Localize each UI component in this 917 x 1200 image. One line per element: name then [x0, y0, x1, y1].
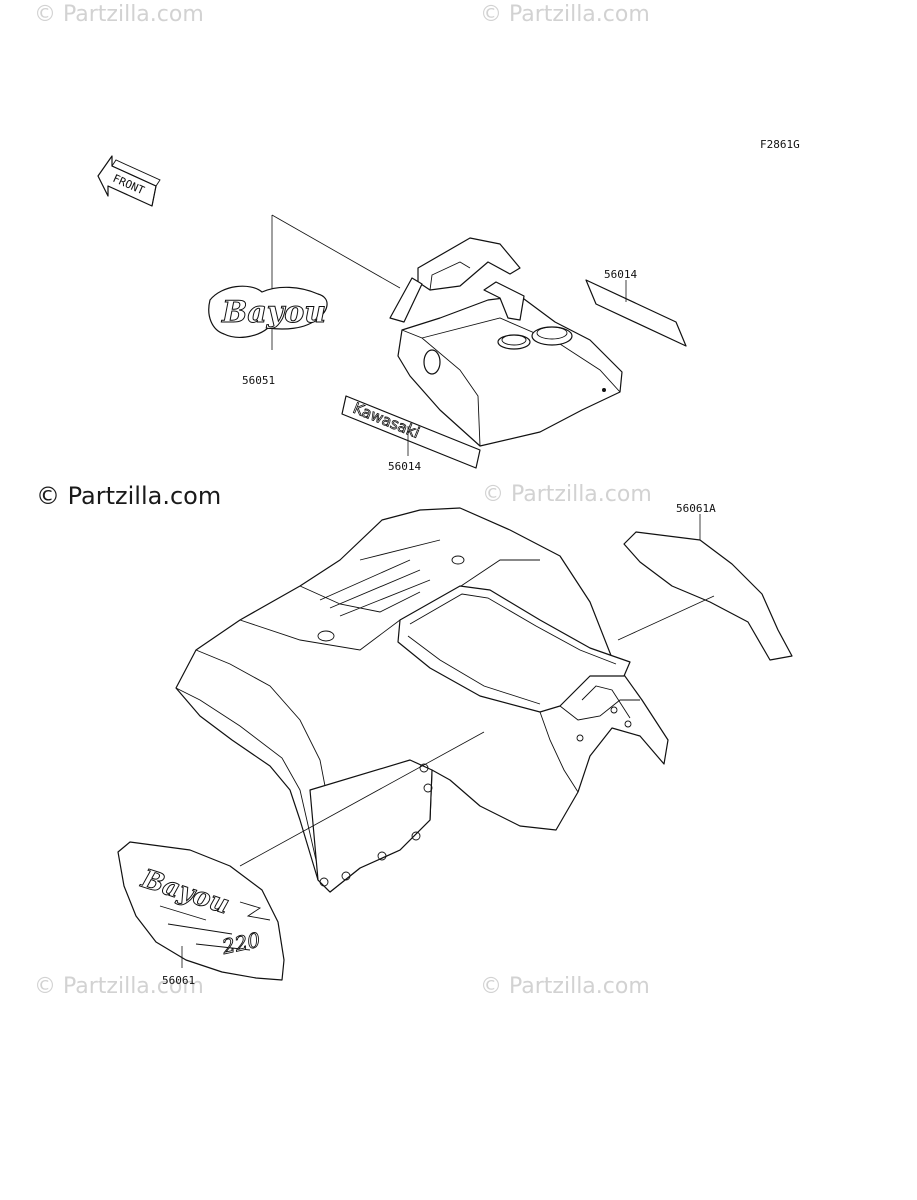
fender-decal-56061: Bayou 220 — [117, 841, 285, 981]
label-56061: 56061 — [162, 974, 195, 987]
leader-56051-diagonal — [271, 214, 401, 289]
watermark-bottom-right: © Partzilla.com — [480, 974, 650, 999]
bayou-decal-text: Bayou — [221, 295, 326, 330]
rear-fender-part — [175, 507, 669, 893]
watermark-top-left: © Partzilla.com — [34, 2, 204, 27]
watermark-middle-right: © Partzilla.com — [482, 482, 652, 507]
bayou-decal-56051: Bayou — [208, 285, 328, 338]
leader-56061 — [239, 731, 485, 867]
label-56014-bottom: 56014 — [388, 460, 421, 473]
watermark-bottom-left: © Partzilla.com — [34, 974, 204, 999]
fender-decal-56061A — [623, 514, 793, 661]
front-arrow-icon: FRONT — [97, 155, 161, 207]
label-56051: 56051 — [242, 374, 275, 387]
label-56014-top: 56014 — [604, 268, 637, 281]
label-56061A: 56061A — [676, 502, 716, 515]
figure-code: F2861G — [760, 138, 800, 151]
side-strip-decal-56014 — [585, 279, 687, 347]
leader-56061A — [617, 595, 715, 641]
watermark-middle-left: © Partzilla.com — [36, 482, 222, 510]
watermark-top-right: © Partzilla.com — [480, 2, 650, 27]
front-cover-part — [389, 237, 623, 447]
